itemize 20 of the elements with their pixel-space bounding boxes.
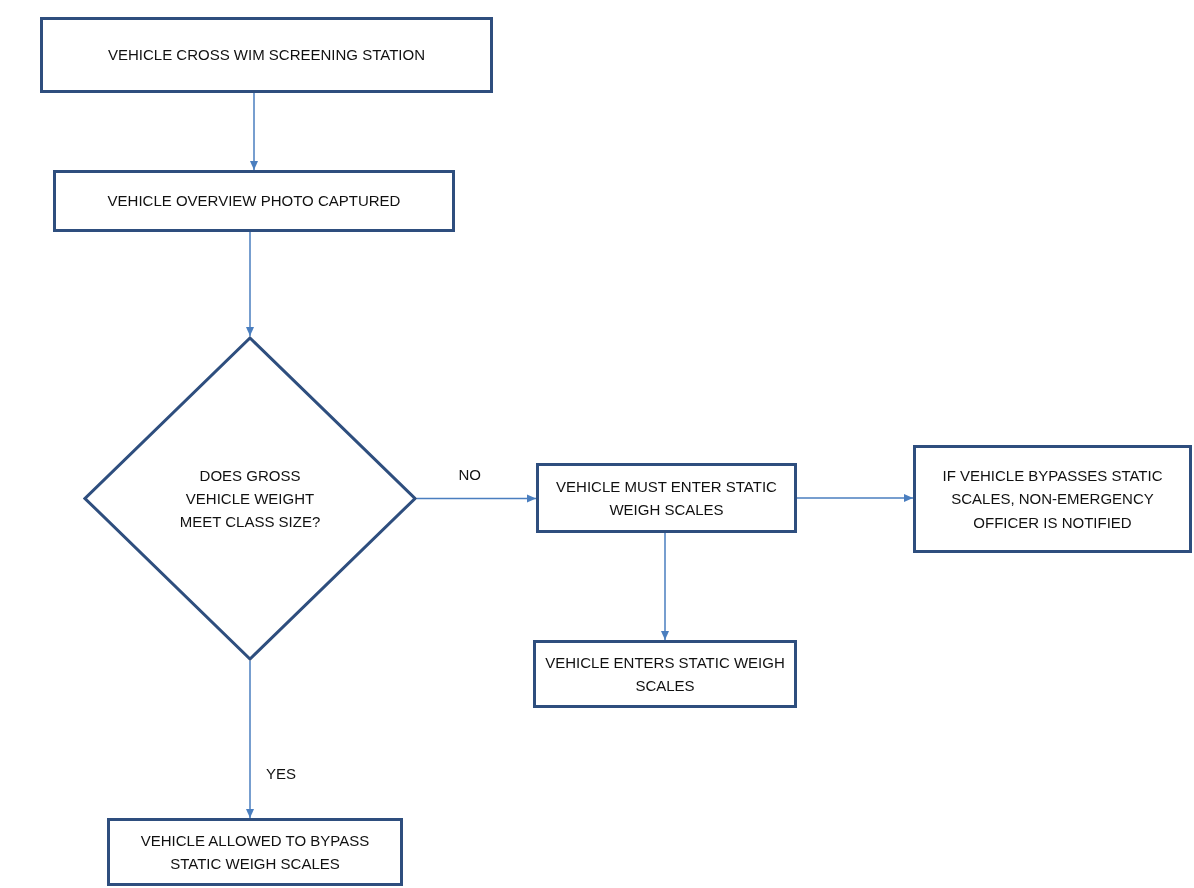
node-text: VEHICLE CROSS WIM SCREENING STATION: [107, 45, 426, 66]
node-text: DOES GROSS VEHICLE WEIGHT MEET CLASS SIZE?: [178, 465, 322, 533]
node-text: IF VEHICLE BYPASSES STATIC SCALES, NON-EMERGENCY OFFICER IS NOTIFIED: [941, 466, 1164, 533]
arrow: [416, 494, 537, 503]
node-text: VEHICLE ENTERS STATIC WEIGH SCALES: [544, 652, 786, 696]
node-text: VEHICLE MUST ENTER STATIC WEIGH SCALES: [555, 476, 778, 520]
arrow: [246, 660, 254, 819]
process-box: [913, 445, 1192, 553]
process-box: [107, 818, 403, 886]
node-text: VEHICLE OVERVIEW PHOTO CAPTURED: [106, 191, 402, 212]
process-box: [533, 640, 797, 708]
arrow: [250, 92, 258, 171]
arrow: [661, 532, 669, 641]
arrow: [246, 231, 254, 337]
process-box: [40, 17, 493, 93]
process-box: [536, 463, 797, 533]
arrow: [796, 494, 914, 502]
process-box: [53, 170, 455, 232]
node-text: VEHICLE ALLOWED TO BYPASS STATIC WEIGH SCALES: [139, 830, 371, 874]
decision-diamond: [83, 336, 417, 661]
